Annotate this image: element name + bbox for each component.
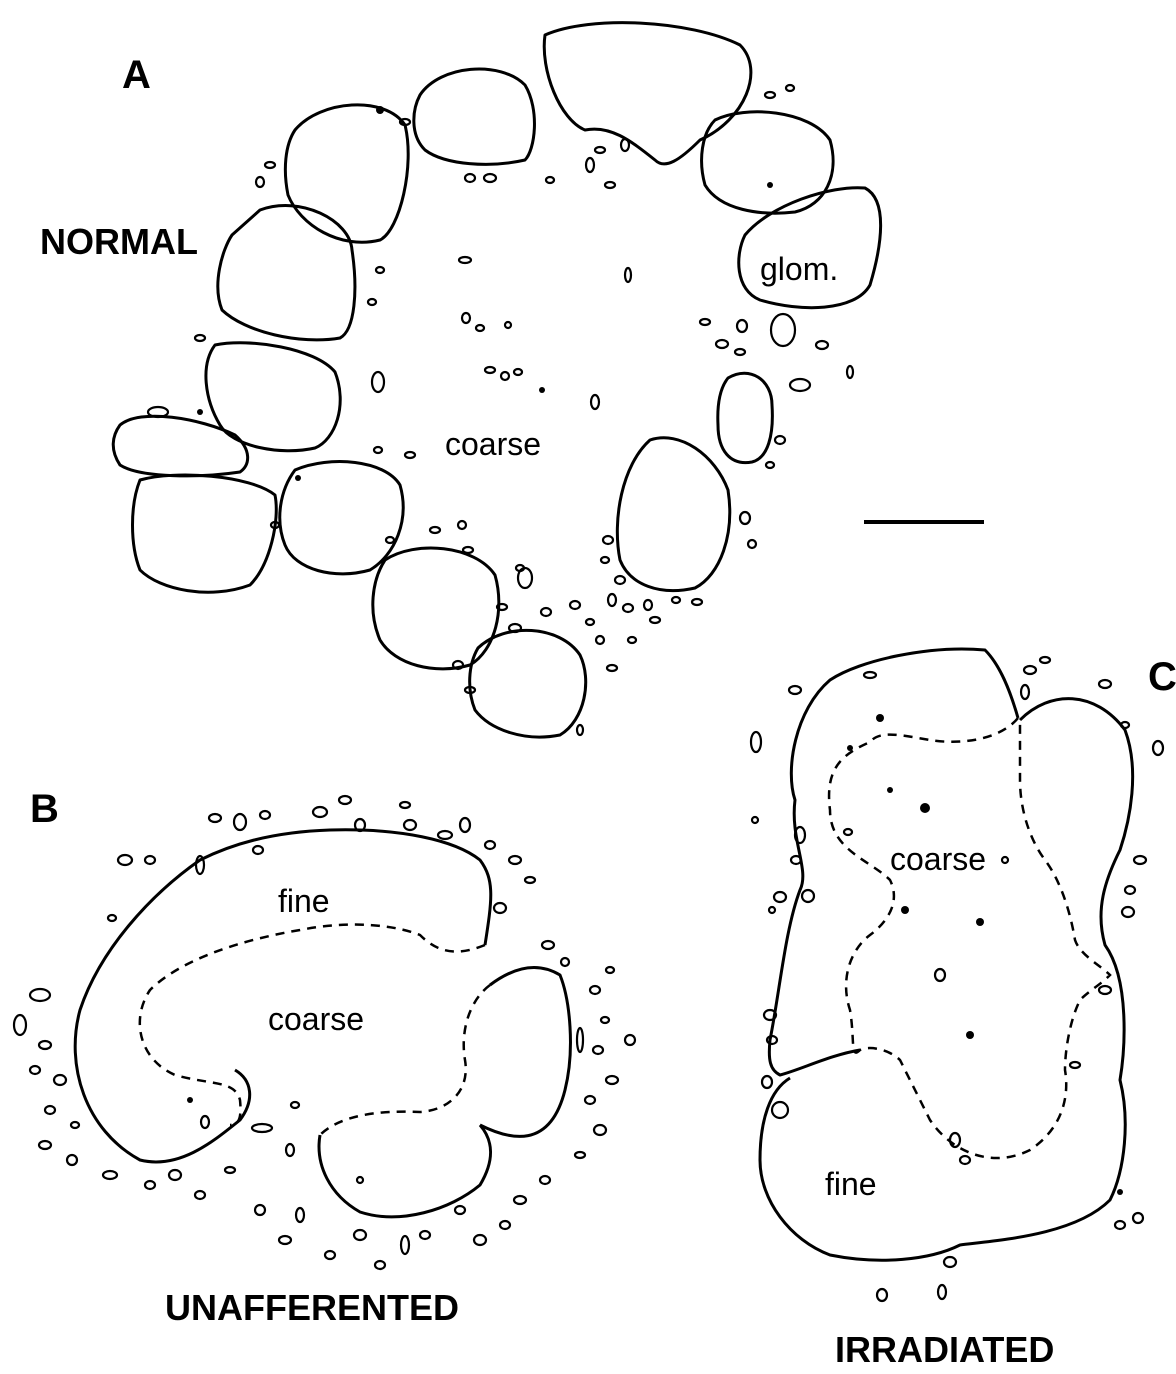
glomerulus <box>133 475 277 592</box>
region-glom: glom. <box>760 251 838 287</box>
panel-b-condition: UNAFFERENTED <box>165 1287 459 1328</box>
glomerulus <box>113 416 247 476</box>
panel-a: A NORMAL <box>40 23 984 737</box>
panel-b: B <box>14 787 635 1328</box>
region-coarse-a: coarse <box>445 426 541 462</box>
glomerulus <box>544 23 751 164</box>
panel-a-condition: NORMAL <box>40 221 198 262</box>
neuropil-outline <box>75 830 570 1162</box>
glomerulus <box>285 105 408 242</box>
panel-a-letter: A <box>122 53 151 97</box>
panel-b-letter: B <box>30 787 59 831</box>
glomerulus <box>718 373 773 462</box>
glomerulus <box>218 206 355 340</box>
glomerulus <box>373 548 499 669</box>
panel-c-letter: C <box>1148 655 1176 699</box>
glomerulus <box>206 343 340 451</box>
panel-c: C coarse fine IRR <box>751 649 1176 1370</box>
region-coarse-c: coarse <box>890 841 986 877</box>
region-fine-b: fine <box>278 883 330 919</box>
glomeruli <box>113 23 880 737</box>
fiber-fragments <box>751 657 1163 1301</box>
coarse-boundary <box>829 718 1110 1158</box>
neuropil-outline <box>760 649 1133 1260</box>
region-coarse-b: coarse <box>268 1001 364 1037</box>
panel-c-condition: IRRADIATED <box>835 1329 1054 1370</box>
fiber-fragments <box>148 85 853 735</box>
neuropil-outline-lower <box>319 1125 490 1217</box>
glomerulus <box>617 438 729 591</box>
glomerulus <box>414 69 535 164</box>
region-fine-c: fine <box>825 1166 877 1202</box>
